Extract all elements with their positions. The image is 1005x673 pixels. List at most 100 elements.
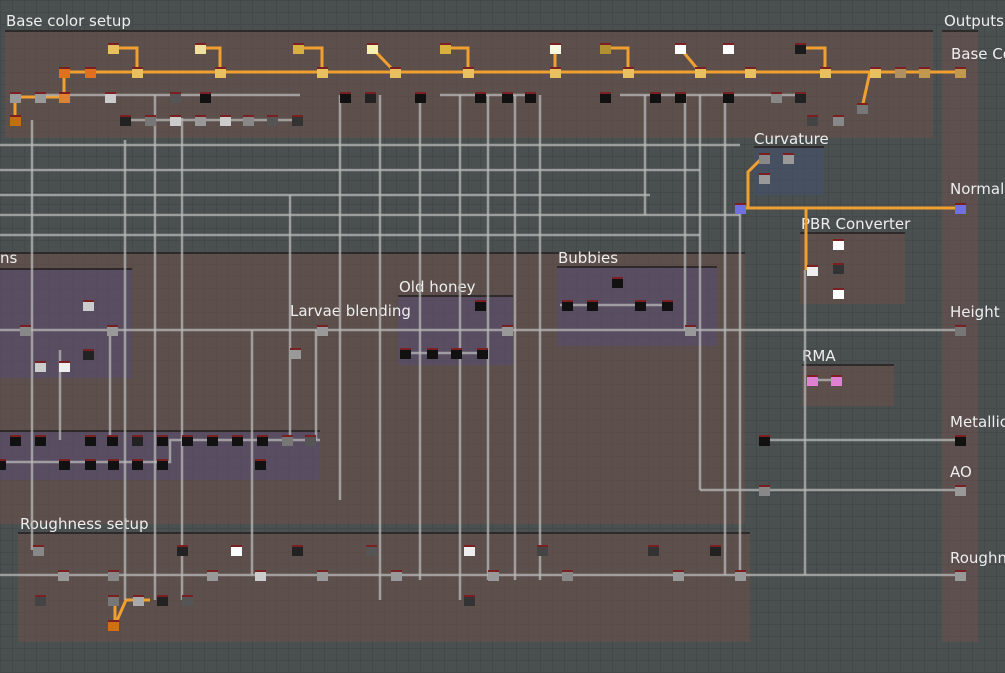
graph-node[interactable] xyxy=(759,173,770,184)
graph-node[interactable] xyxy=(177,545,188,556)
graph-node[interactable] xyxy=(723,43,734,54)
graph-node[interactable] xyxy=(650,92,661,103)
graph-node[interactable] xyxy=(648,545,659,556)
graph-node[interactable] xyxy=(59,92,70,103)
graph-node[interactable] xyxy=(488,570,499,581)
graph-node[interactable] xyxy=(735,570,746,581)
graph-node[interactable] xyxy=(290,348,301,359)
graph-node[interactable] xyxy=(83,349,94,360)
graph-node[interactable] xyxy=(317,325,328,336)
graph-node[interactable] xyxy=(857,103,868,114)
graph-node[interactable] xyxy=(833,239,844,250)
graph-node[interactable] xyxy=(587,300,598,311)
graph-node[interactable] xyxy=(59,361,70,372)
graph-node[interactable] xyxy=(108,620,119,631)
graph-node[interactable] xyxy=(20,325,31,336)
graph-node[interactable] xyxy=(685,325,696,336)
graph-node[interactable] xyxy=(795,92,806,103)
graph-node[interactable] xyxy=(59,459,70,470)
graph-node[interactable] xyxy=(464,545,475,556)
graph-node[interactable] xyxy=(182,595,193,606)
graph-node[interactable] xyxy=(710,545,721,556)
graph-node[interactable] xyxy=(723,92,734,103)
graph-node[interactable] xyxy=(759,435,770,446)
graph-node[interactable] xyxy=(807,375,818,386)
graph-node[interactable] xyxy=(292,115,303,126)
graph-node[interactable] xyxy=(783,153,794,164)
graph-node[interactable] xyxy=(695,67,706,78)
graph-node[interactable] xyxy=(562,570,573,581)
graph-node[interactable] xyxy=(475,92,486,103)
graph-node[interactable] xyxy=(292,545,303,556)
graph-node[interactable] xyxy=(400,348,411,359)
graph-node[interactable] xyxy=(182,435,193,446)
graph-node[interactable] xyxy=(59,67,70,78)
graph-node[interactable] xyxy=(157,459,168,470)
graph-node[interactable] xyxy=(623,67,634,78)
graph-node[interactable] xyxy=(83,300,94,311)
graph-node[interactable] xyxy=(35,92,46,103)
graph-node[interactable] xyxy=(537,545,548,556)
graph-node[interactable] xyxy=(735,203,746,214)
graph-node[interactable] xyxy=(170,115,181,126)
graph-node[interactable] xyxy=(255,459,266,470)
graph-node[interactable] xyxy=(955,67,966,78)
graph-node[interactable] xyxy=(795,43,806,54)
graph-node[interactable] xyxy=(85,459,96,470)
graph-node[interactable] xyxy=(0,459,6,470)
graph-node[interactable] xyxy=(35,595,46,606)
graph-node[interactable] xyxy=(955,435,966,446)
graph-node[interactable] xyxy=(282,435,293,446)
graph-node[interactable] xyxy=(133,595,144,606)
graph-node[interactable] xyxy=(366,545,377,556)
graph-node[interactable] xyxy=(207,570,218,581)
graph-node[interactable] xyxy=(157,435,168,446)
graph-node[interactable] xyxy=(415,92,426,103)
graph-node[interactable] xyxy=(833,115,844,126)
graph-node[interactable] xyxy=(955,325,966,336)
graph-node[interactable] xyxy=(120,115,131,126)
graph-node[interactable] xyxy=(807,265,818,276)
graph-node[interactable] xyxy=(293,43,304,54)
graph-node[interactable] xyxy=(391,570,402,581)
graph-node[interactable] xyxy=(340,92,351,103)
graph-node[interactable] xyxy=(195,43,206,54)
graph-node[interactable] xyxy=(85,67,96,78)
graph-node[interactable] xyxy=(635,300,646,311)
graph-node[interactable] xyxy=(231,545,242,556)
graph-node[interactable] xyxy=(108,459,119,470)
graph-node[interactable] xyxy=(215,67,226,78)
graph-node[interactable] xyxy=(145,115,156,126)
graph-node[interactable] xyxy=(108,43,119,54)
graph-node[interactable] xyxy=(675,92,686,103)
graph-node[interactable] xyxy=(745,67,756,78)
graph-node[interactable] xyxy=(673,570,684,581)
graph-node[interactable] xyxy=(477,348,488,359)
graph-node[interactable] xyxy=(105,92,116,103)
graph-node[interactable] xyxy=(759,153,770,164)
graph-node[interactable] xyxy=(550,67,561,78)
graph-node[interactable] xyxy=(600,43,611,54)
graph-node[interactable] xyxy=(200,92,211,103)
graph-node[interactable] xyxy=(771,92,782,103)
graph-node[interactable] xyxy=(919,67,930,78)
graph-node[interactable] xyxy=(317,67,328,78)
graph-node[interactable] xyxy=(317,570,328,581)
graph-node[interactable] xyxy=(831,375,842,386)
graph-node[interactable] xyxy=(451,348,462,359)
graph-node[interactable] xyxy=(35,361,46,372)
graph-node[interactable] xyxy=(132,435,143,446)
graph-node[interactable] xyxy=(255,570,266,581)
graph-node[interactable] xyxy=(85,435,96,446)
graph-node[interactable] xyxy=(662,300,673,311)
graph-node[interactable] xyxy=(612,277,623,288)
graph-node[interactable] xyxy=(305,435,316,446)
graph-node[interactable] xyxy=(675,43,686,54)
graph-node[interactable] xyxy=(464,595,475,606)
graph-node[interactable] xyxy=(550,43,561,54)
graph-node[interactable] xyxy=(870,67,881,78)
graph-node[interactable] xyxy=(157,595,168,606)
graph-node[interactable] xyxy=(108,570,119,581)
graph-node[interactable] xyxy=(525,92,536,103)
graph-node[interactable] xyxy=(132,67,143,78)
